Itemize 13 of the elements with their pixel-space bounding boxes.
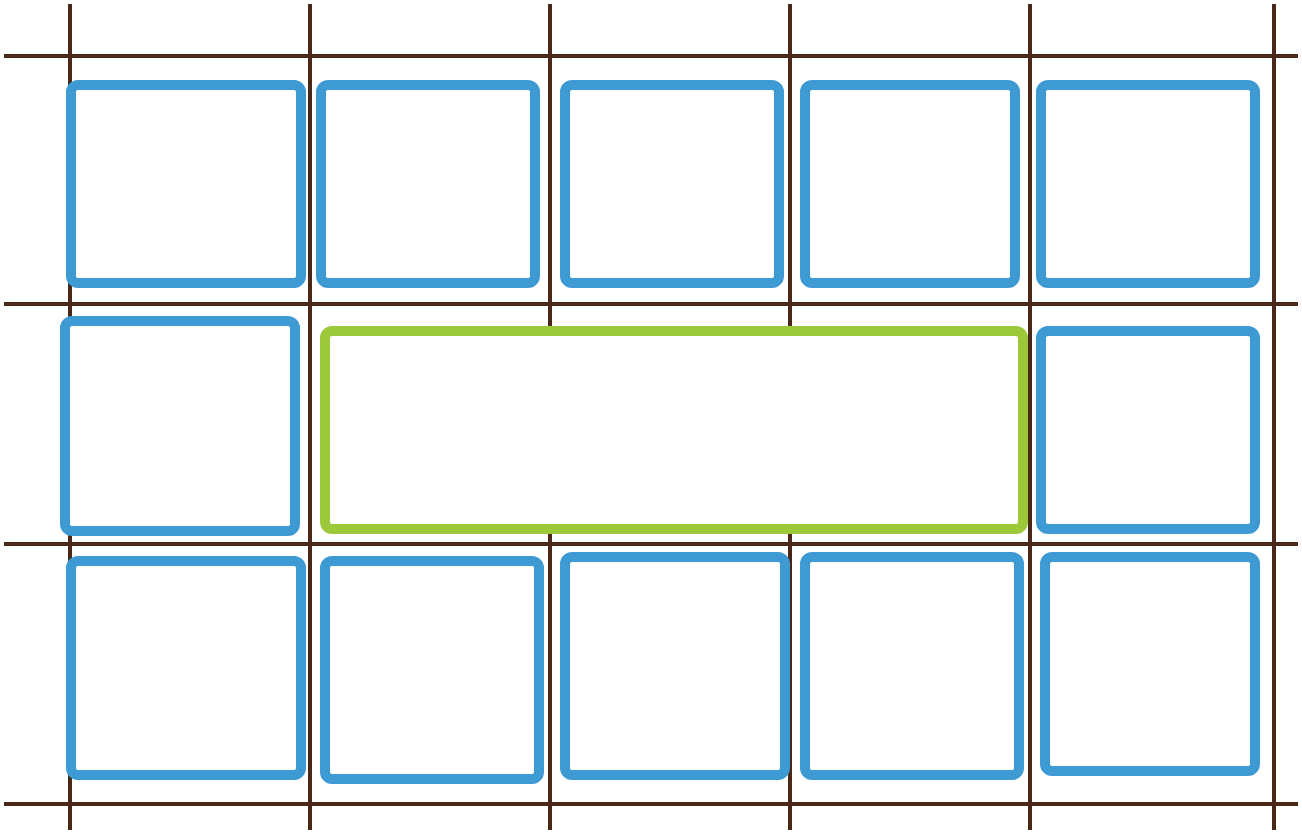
rounded-box [1036, 80, 1260, 288]
rounded-box [1036, 326, 1260, 534]
rounded-box [320, 556, 544, 784]
rounded-box [560, 80, 784, 288]
rounded-box [800, 80, 1020, 288]
rounded-box [560, 552, 790, 780]
rounded-box [66, 556, 306, 780]
rounded-box [66, 80, 306, 288]
rounded-box [1040, 552, 1260, 776]
rounded-box [60, 316, 300, 536]
rounded-box [320, 326, 1028, 534]
rounded-box [316, 80, 540, 288]
rounded-box [800, 552, 1024, 780]
